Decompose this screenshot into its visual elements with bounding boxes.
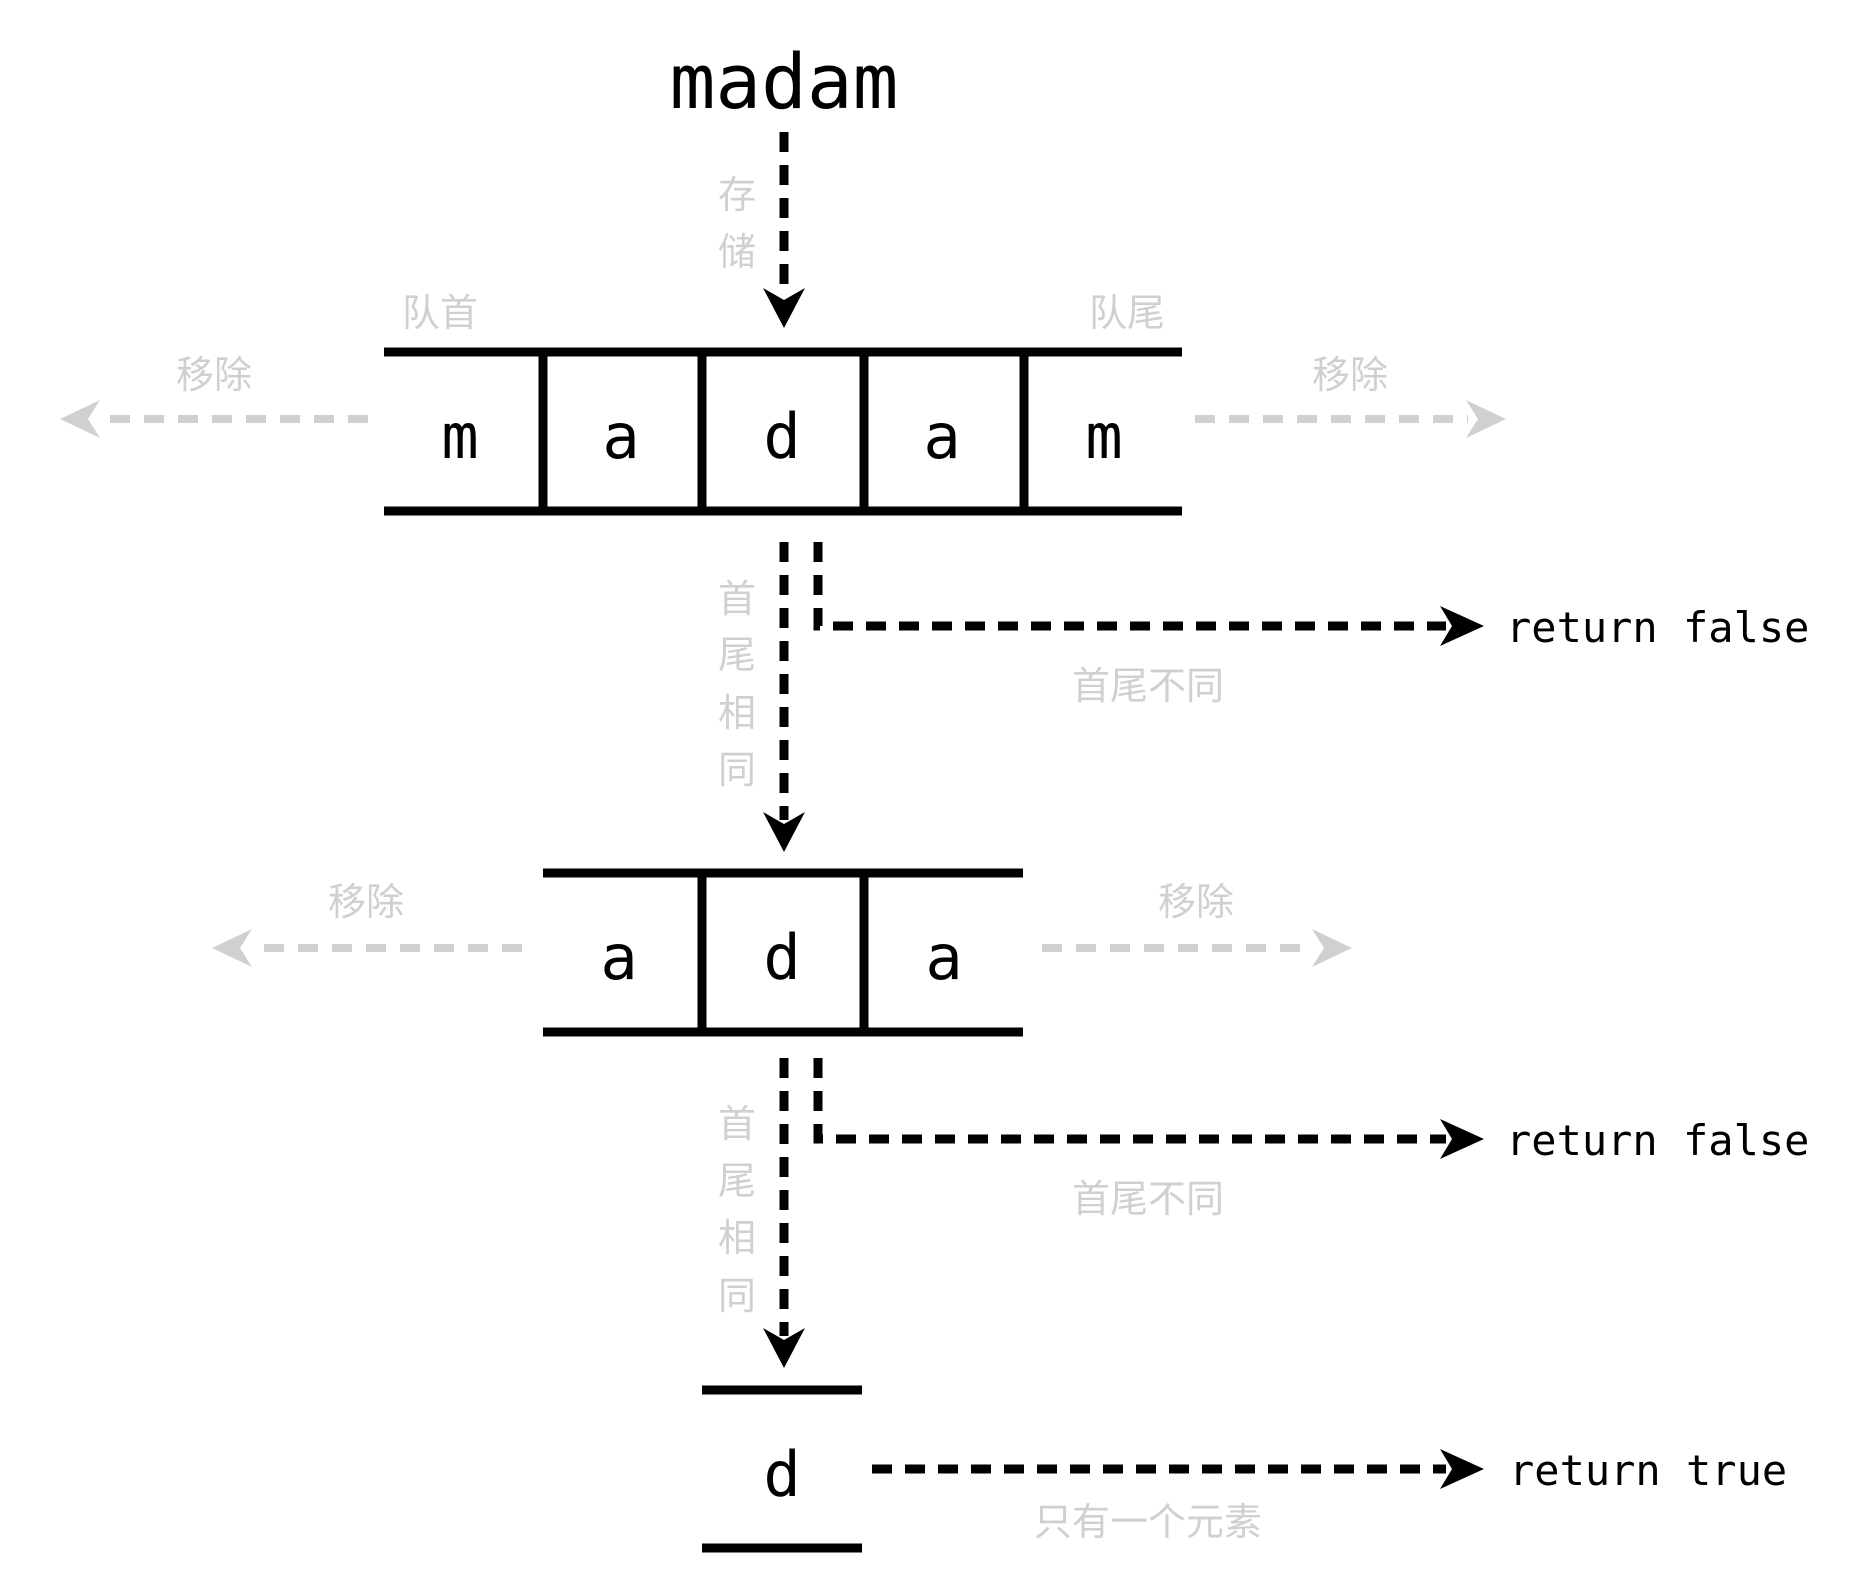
return-false-1: return false [1506, 603, 1809, 652]
same-arrow-1 [763, 542, 805, 852]
queue-2-cell: a [600, 921, 637, 994]
same-label-1-char: 同 [718, 748, 756, 792]
different-label-2: 首尾不同 [1072, 1177, 1224, 1221]
queue-1-cell: m [1085, 400, 1122, 473]
queue-1-cell: a [923, 400, 960, 473]
queue-1-remove-right-label: 移除 [1312, 353, 1388, 397]
different-arrow-1 [813, 542, 1484, 646]
queue-3-cell: d [763, 1438, 800, 1511]
same-label-2-char: 尾 [718, 1159, 756, 1203]
different-arrow-2 [813, 1058, 1484, 1159]
single-element-label: 只有一个元素 [1034, 1500, 1262, 1544]
queue-2-cell: d [763, 921, 800, 994]
same-label-1-char: 尾 [718, 633, 756, 677]
same-label-2-char: 同 [718, 1274, 756, 1318]
queue-2-remove-left-arrow [212, 929, 522, 967]
same-arrow-2 [763, 1058, 805, 1368]
store-label-char-2: 储 [718, 230, 756, 274]
same-label-2-char: 相 [718, 1216, 756, 1260]
store-arrow [763, 132, 805, 328]
queue-1-cell: a [602, 400, 639, 473]
queue-1: m a d a m [384, 347, 1182, 516]
queue-2-remove-left-label: 移除 [328, 880, 404, 924]
queue-1-remove-left-label: 移除 [176, 353, 252, 397]
input-word: madam [670, 37, 899, 126]
store-label-char-1: 存 [718, 173, 756, 217]
queue-1-remove-right-arrow [1195, 400, 1506, 438]
queue-2-cell: a [925, 921, 962, 994]
queue-2-remove-right-arrow [1042, 929, 1352, 967]
queue-2: a d a [543, 868, 1023, 1037]
same-label-1-char: 首 [718, 577, 756, 621]
queue-1-cell: m [441, 400, 478, 473]
return-false-2: return false [1506, 1116, 1809, 1165]
single-element-arrow [872, 1449, 1484, 1489]
same-label-1-char: 相 [718, 691, 756, 735]
queue-1-remove-left-arrow [60, 400, 368, 438]
queue-3: d [702, 1385, 862, 1553]
queue-1-cell: d [763, 400, 800, 473]
same-label-2-char: 首 [718, 1102, 756, 1146]
queue-head-label: 队首 [402, 291, 478, 335]
queue-2-remove-right-label: 移除 [1158, 880, 1234, 924]
different-label-1: 首尾不同 [1072, 664, 1224, 708]
queue-tail-label: 队尾 [1089, 291, 1165, 335]
return-true: return true [1509, 1446, 1787, 1495]
